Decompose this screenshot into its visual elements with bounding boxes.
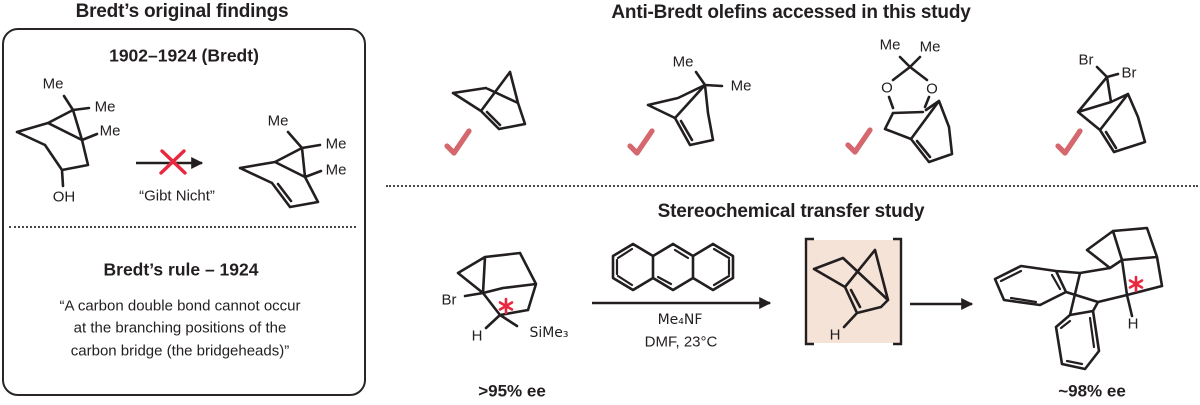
left-reactant-structure bbox=[15, 94, 99, 188]
anti-bredt-olefin-4 bbox=[1076, 65, 1147, 154]
atom-label-h: H bbox=[829, 326, 841, 344]
intermediate-structure bbox=[812, 248, 890, 329]
reagent-label: Me₄NF bbox=[657, 312, 703, 328]
substrate-structure bbox=[456, 251, 538, 330]
solvent-temp-label: DMF, 23°C bbox=[644, 333, 718, 351]
atom-label-br: Br bbox=[1078, 51, 1094, 69]
rule-quote-line: “A carbon double bond cannot occur bbox=[59, 297, 301, 315]
checkmark-icon bbox=[1055, 128, 1083, 156]
anti-bredt-olefin-1 bbox=[451, 70, 527, 131]
period-heading: 1902–1924 (Bredt) bbox=[109, 45, 259, 66]
atom-label-h: H bbox=[1127, 315, 1139, 333]
atom-label-me: Me bbox=[919, 38, 941, 56]
atom-label-h: H bbox=[471, 327, 483, 345]
atom-label-oh: OH bbox=[52, 188, 76, 206]
atom-label-me: Me bbox=[672, 53, 694, 71]
rule-heading: Bredt’s rule – 1924 bbox=[103, 259, 259, 280]
rule-quote-line: at the branching positions of the bbox=[73, 319, 287, 337]
rejection-x-icon bbox=[159, 149, 187, 175]
checkmark-icon bbox=[444, 128, 472, 156]
box-dotted-divider bbox=[9, 226, 356, 228]
atom-label-o: O bbox=[926, 80, 938, 98]
atom-label-me: Me bbox=[94, 98, 116, 116]
checkmark-icon bbox=[845, 127, 873, 155]
anti-bredt-title: Anti-Bredt olefins accessed in this stud… bbox=[611, 2, 971, 23]
atom-label-me: Me bbox=[879, 36, 901, 54]
atom-label-me: Me bbox=[325, 161, 347, 179]
left-panel-title: Bredt’s original findings bbox=[75, 1, 289, 22]
bracket-pair bbox=[804, 237, 903, 346]
atom-label-br: Br bbox=[441, 291, 457, 309]
right-dotted-divider bbox=[386, 185, 1198, 187]
atom-label-me: Me bbox=[325, 135, 347, 153]
anthracene-structure bbox=[611, 242, 735, 292]
checkmark-icon bbox=[627, 128, 655, 156]
anti-bredt-olefin-2 bbox=[646, 70, 724, 147]
forbidden-arrow bbox=[136, 149, 204, 175]
gibt-nicht-caption: “Gibt Nicht” bbox=[139, 187, 215, 205]
stereocenter-asterisk-icon bbox=[498, 297, 514, 315]
stereocenter-asterisk-icon bbox=[1128, 275, 1144, 293]
atom-label-o: O bbox=[881, 79, 893, 97]
anti-bredt-olefin-3 bbox=[883, 55, 954, 164]
left-product-structure bbox=[238, 130, 323, 209]
atom-label-me: Me bbox=[730, 77, 752, 95]
product-ee-label: ~98% ee bbox=[1058, 381, 1126, 401]
atom-label-me: Me bbox=[42, 75, 64, 93]
atom-label-br: Br bbox=[1121, 64, 1137, 82]
bredt-rule-box bbox=[2, 28, 366, 396]
stereo-title: Stereochemical transfer study bbox=[657, 201, 925, 222]
rule-quote-line: carbon bridge (the bridgeheads)” bbox=[70, 342, 290, 360]
atom-label-me: Me bbox=[99, 122, 121, 140]
atom-label-me: Me bbox=[267, 112, 289, 130]
atom-label-sime3: SiMe₃ bbox=[529, 325, 569, 341]
substrate-ee-label: >95% ee bbox=[478, 381, 546, 401]
product-structure bbox=[993, 226, 1164, 371]
